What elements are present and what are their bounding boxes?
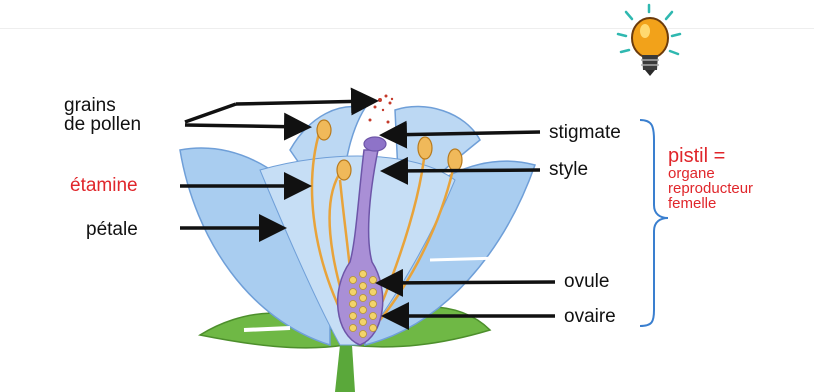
arrow-grains-2: [185, 125, 305, 127]
pistil-line2: reproducteur: [668, 181, 753, 196]
pistil-line3: femelle: [668, 196, 753, 211]
label-etamine: étamine: [70, 176, 138, 195]
label-ovaire: ovaire: [564, 307, 616, 326]
label-grains-line1: grains: [64, 96, 116, 115]
label-style: style: [549, 160, 588, 179]
label-grains-line2: de pollen: [64, 115, 141, 134]
arrow-style: [387, 170, 540, 171]
pistil-line1: organe: [668, 166, 753, 181]
label-petale: pétale: [86, 220, 138, 239]
pollen-grains: [369, 95, 394, 124]
arrow-grains-1: [185, 104, 236, 122]
lightbulb-icon: [618, 5, 680, 76]
pistil-definition: pistil = organe reproducteur femelle: [668, 146, 753, 211]
pistil-bracket: [640, 120, 668, 326]
stem: [335, 345, 355, 392]
label-stigmate: stigmate: [549, 123, 621, 142]
arrow-grains-1b: [236, 101, 372, 104]
arrow-ovule: [382, 282, 555, 283]
stigma: [364, 137, 386, 151]
label-ovule: ovule: [564, 272, 609, 291]
pistil-title: pistil =: [668, 146, 753, 166]
